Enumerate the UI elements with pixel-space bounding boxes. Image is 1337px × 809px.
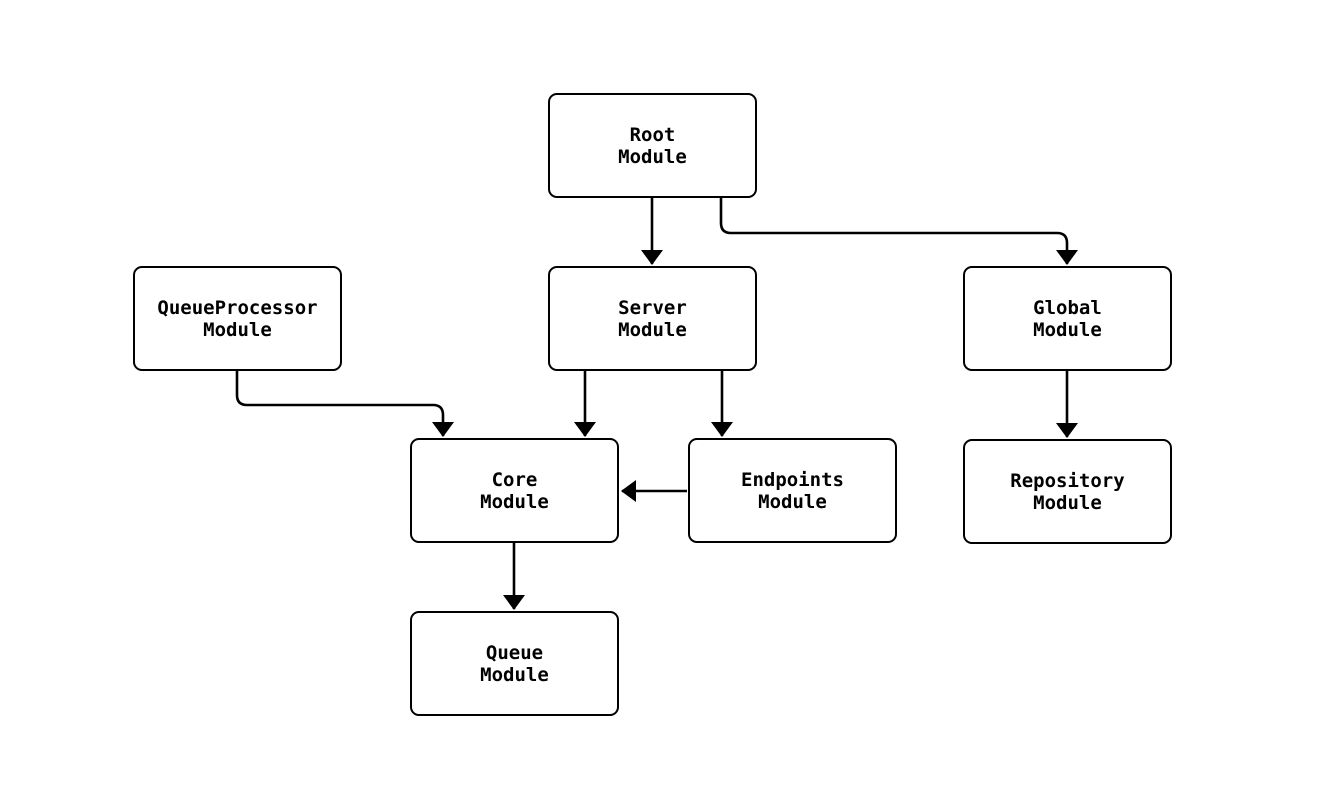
node-global-module-label: Global Module bbox=[1033, 296, 1102, 341]
edge-root-to-global bbox=[719, 198, 1078, 265]
node-queue-module-label: Queue Module bbox=[480, 641, 549, 686]
node-queueprocessor-module-label: QueueProcessor Module bbox=[157, 296, 318, 341]
node-core-module: Core Module bbox=[410, 438, 619, 543]
node-endpoints-module-label: Endpoints Module bbox=[741, 468, 844, 513]
node-queue-module: Queue Module bbox=[410, 611, 619, 716]
node-server-module: Server Module bbox=[548, 266, 757, 371]
node-repository-module-label: Repository Module bbox=[1010, 469, 1125, 514]
node-root-module-label: Root Module bbox=[618, 123, 687, 168]
edge-queueprocessor-to-core bbox=[235, 371, 454, 437]
node-core-module-label: Core Module bbox=[480, 468, 549, 513]
node-server-module-label: Server Module bbox=[618, 296, 687, 341]
node-repository-module: Repository Module bbox=[963, 439, 1172, 544]
node-global-module: Global Module bbox=[963, 266, 1172, 371]
node-root-module: Root Module bbox=[548, 93, 757, 198]
node-queueprocessor-module: QueueProcessor Module bbox=[133, 266, 342, 371]
node-endpoints-module: Endpoints Module bbox=[688, 438, 897, 543]
